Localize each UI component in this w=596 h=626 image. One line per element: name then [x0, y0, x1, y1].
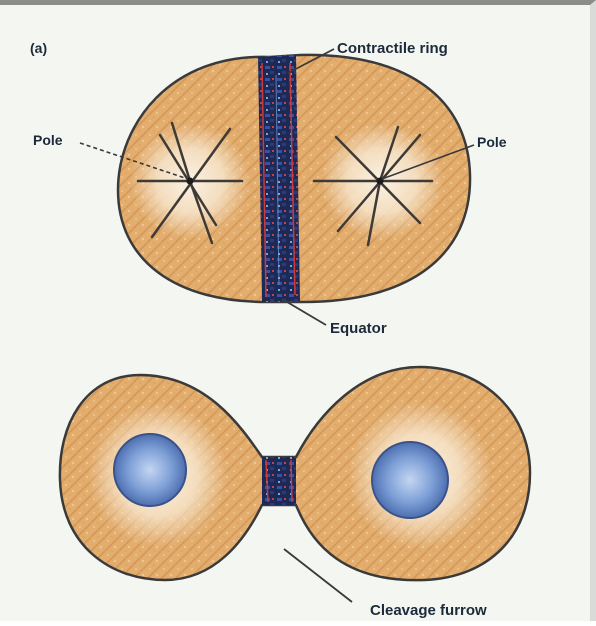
pole-right-label: Pole — [477, 134, 507, 150]
contractile-ring-label: Contractile ring — [337, 40, 448, 57]
cleavage-furrow-label: Cleavage furrow — [370, 602, 487, 619]
right-nucleus — [372, 442, 448, 518]
top-cell — [118, 55, 470, 302]
panel-label: (a) — [30, 40, 47, 56]
bottom-cell — [60, 367, 530, 580]
cytokinesis-diagram: (a) Contractile ring Pole Pole Equator C… — [0, 5, 596, 626]
pole-left-label: Pole — [33, 132, 63, 148]
cleavage-ring — [262, 457, 296, 505]
contractile-ring-band — [258, 55, 300, 302]
equator-label: Equator — [330, 320, 387, 337]
left-nucleus — [114, 434, 186, 506]
